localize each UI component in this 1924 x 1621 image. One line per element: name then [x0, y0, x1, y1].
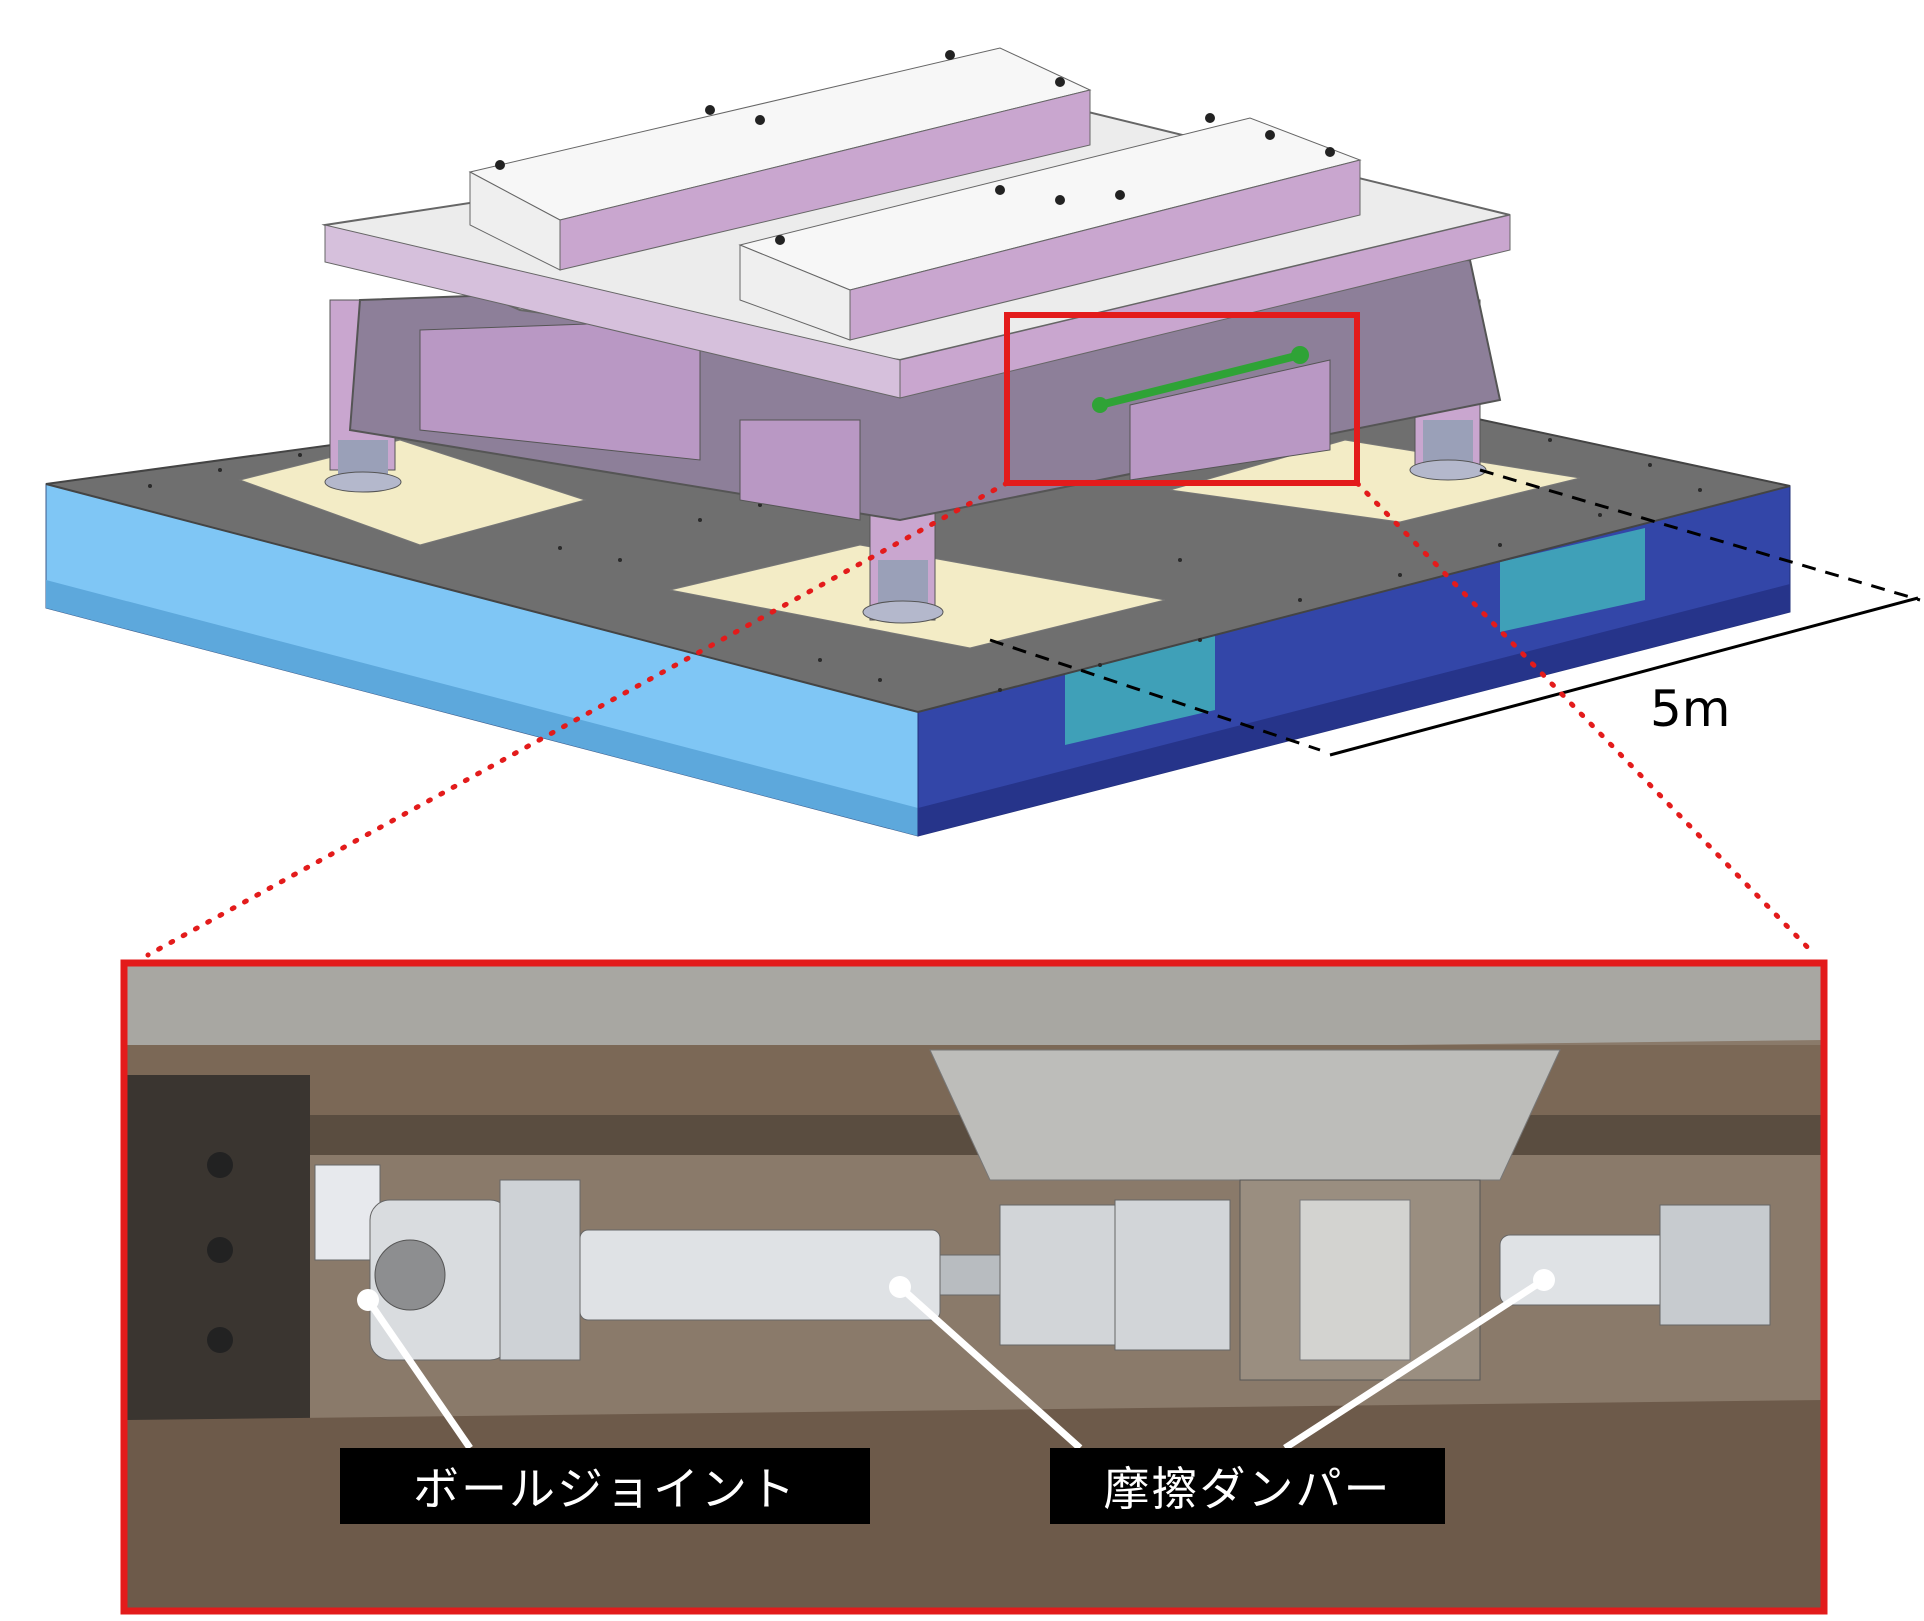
ball-joint-label: ボールジョイント: [340, 1448, 870, 1524]
weight-block: [738, 117, 1362, 341]
platform-left-bevel: [46, 580, 918, 836]
photo-frame: [120, 959, 1828, 1615]
upper-deck-edge: [899, 214, 1511, 399]
top-bolts: [495, 50, 1335, 245]
lower-frame-panel: [739, 419, 861, 521]
weight-block: [468, 47, 1092, 271]
dimension-label: 5m: [1650, 680, 1731, 738]
platform-window: [1500, 528, 1645, 632]
highlight-box: [1004, 312, 1360, 486]
shake-table-3d-model: [45, 47, 1791, 837]
dimension-line: [1329, 596, 1919, 757]
lower-frame-panel: [1129, 359, 1331, 481]
zoom-connectors: [145, 480, 1818, 958]
friction-damper-label: 摩擦ダンパー: [1050, 1448, 1445, 1524]
platform-front-bevel: [918, 584, 1790, 836]
dimension-indicator: [989, 468, 1921, 757]
model-damper: [1092, 346, 1309, 413]
